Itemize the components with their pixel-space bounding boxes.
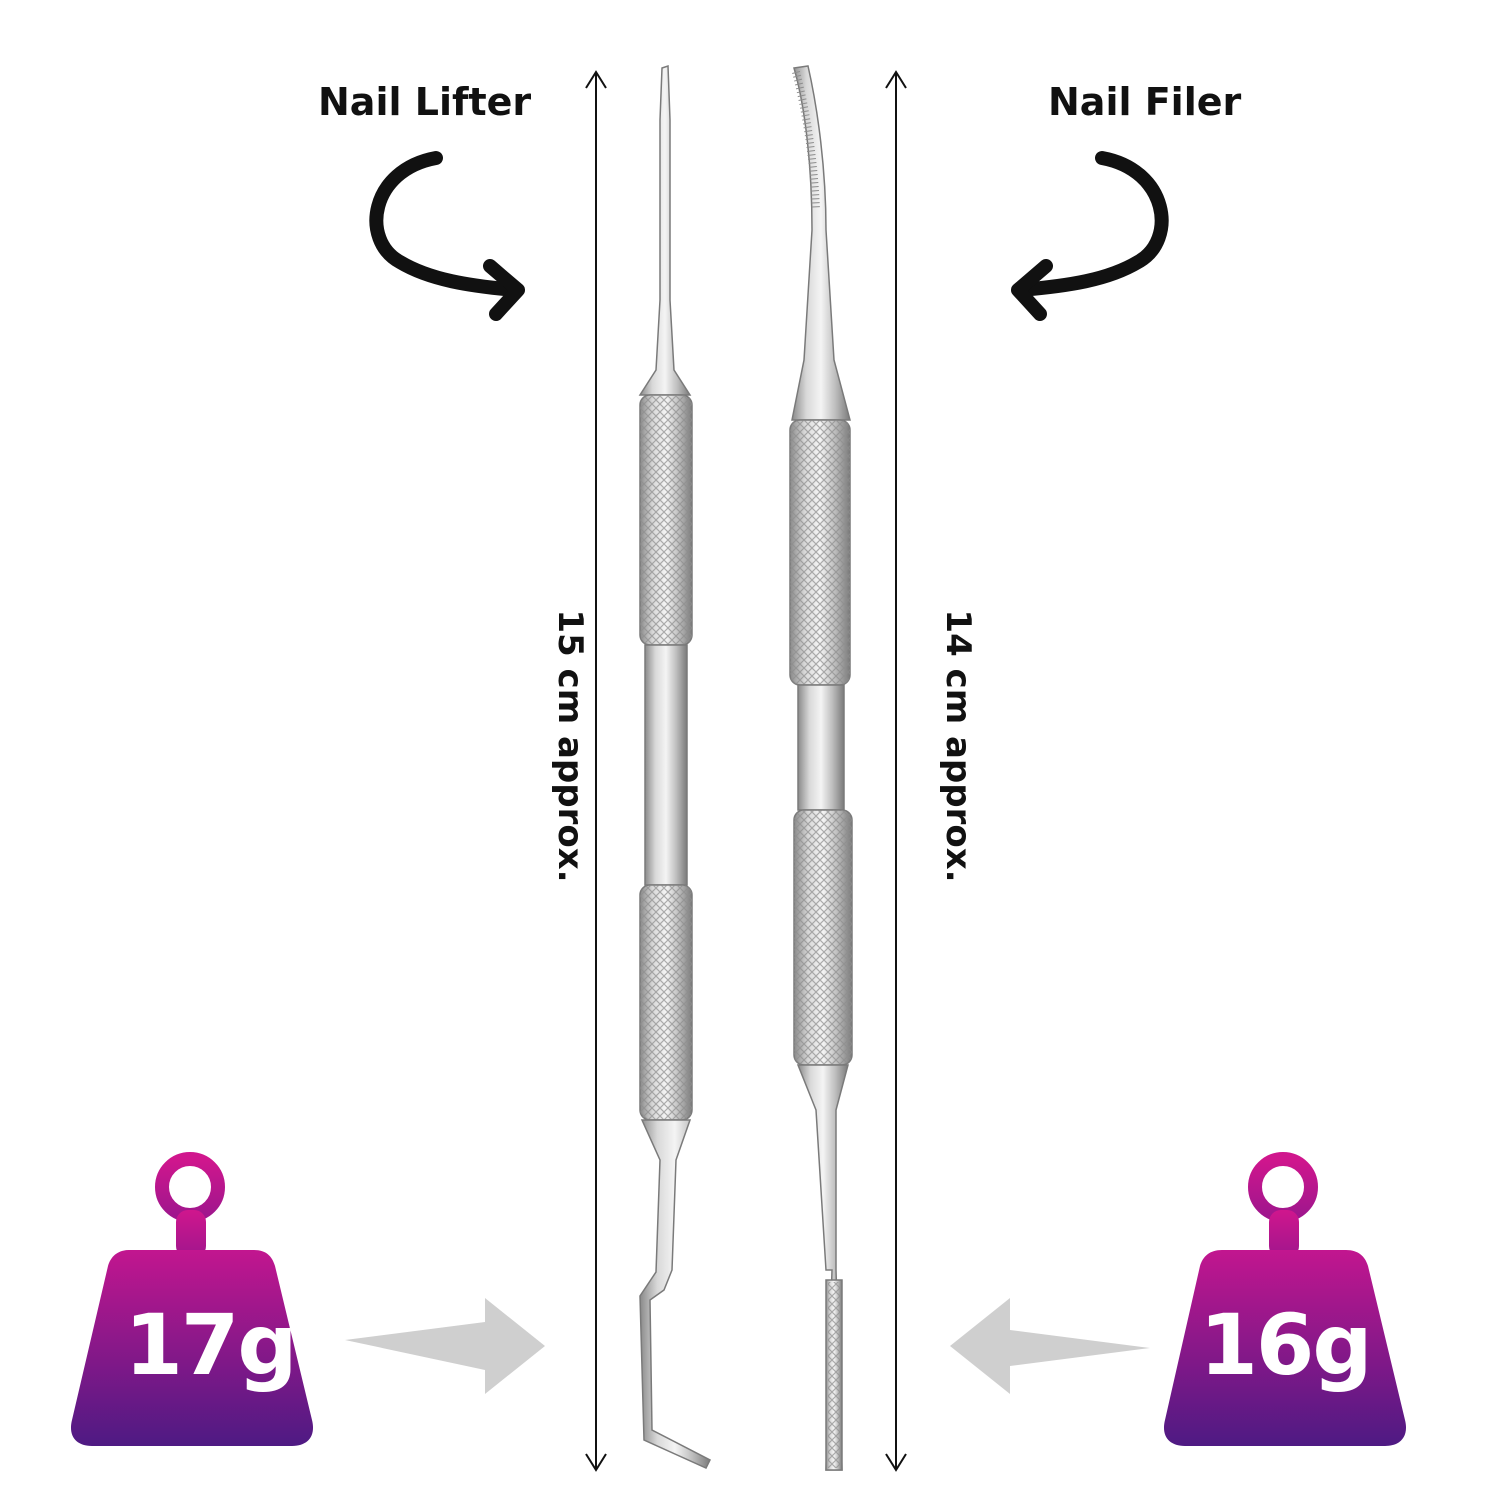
curved-arrow-right-icon [369,151,525,321]
nail-filer-tool [789,65,853,1471]
nail-filer-length: 14 cm approx. [938,609,978,883]
gray-arrow-left-icon [950,1298,1150,1394]
nail-lifter-weight: 17g [124,1296,297,1394]
nail-filer-label: Nail Filer [1048,80,1242,124]
nail-lifter-length: 15 cm approx. [550,609,590,883]
nail-filer-weight: 16g [1199,1296,1372,1394]
nail-lifter-tool [638,64,712,1469]
dimension-line-right [885,70,907,1472]
gray-arrow-right-icon [345,1298,545,1394]
dimension-line-left [585,70,607,1472]
weight-icon-left [70,1152,314,1446]
nail-lifter-label: Nail Lifter [318,80,532,124]
curved-arrow-left-icon [1011,151,1169,321]
weight-icon-right [1163,1152,1407,1446]
